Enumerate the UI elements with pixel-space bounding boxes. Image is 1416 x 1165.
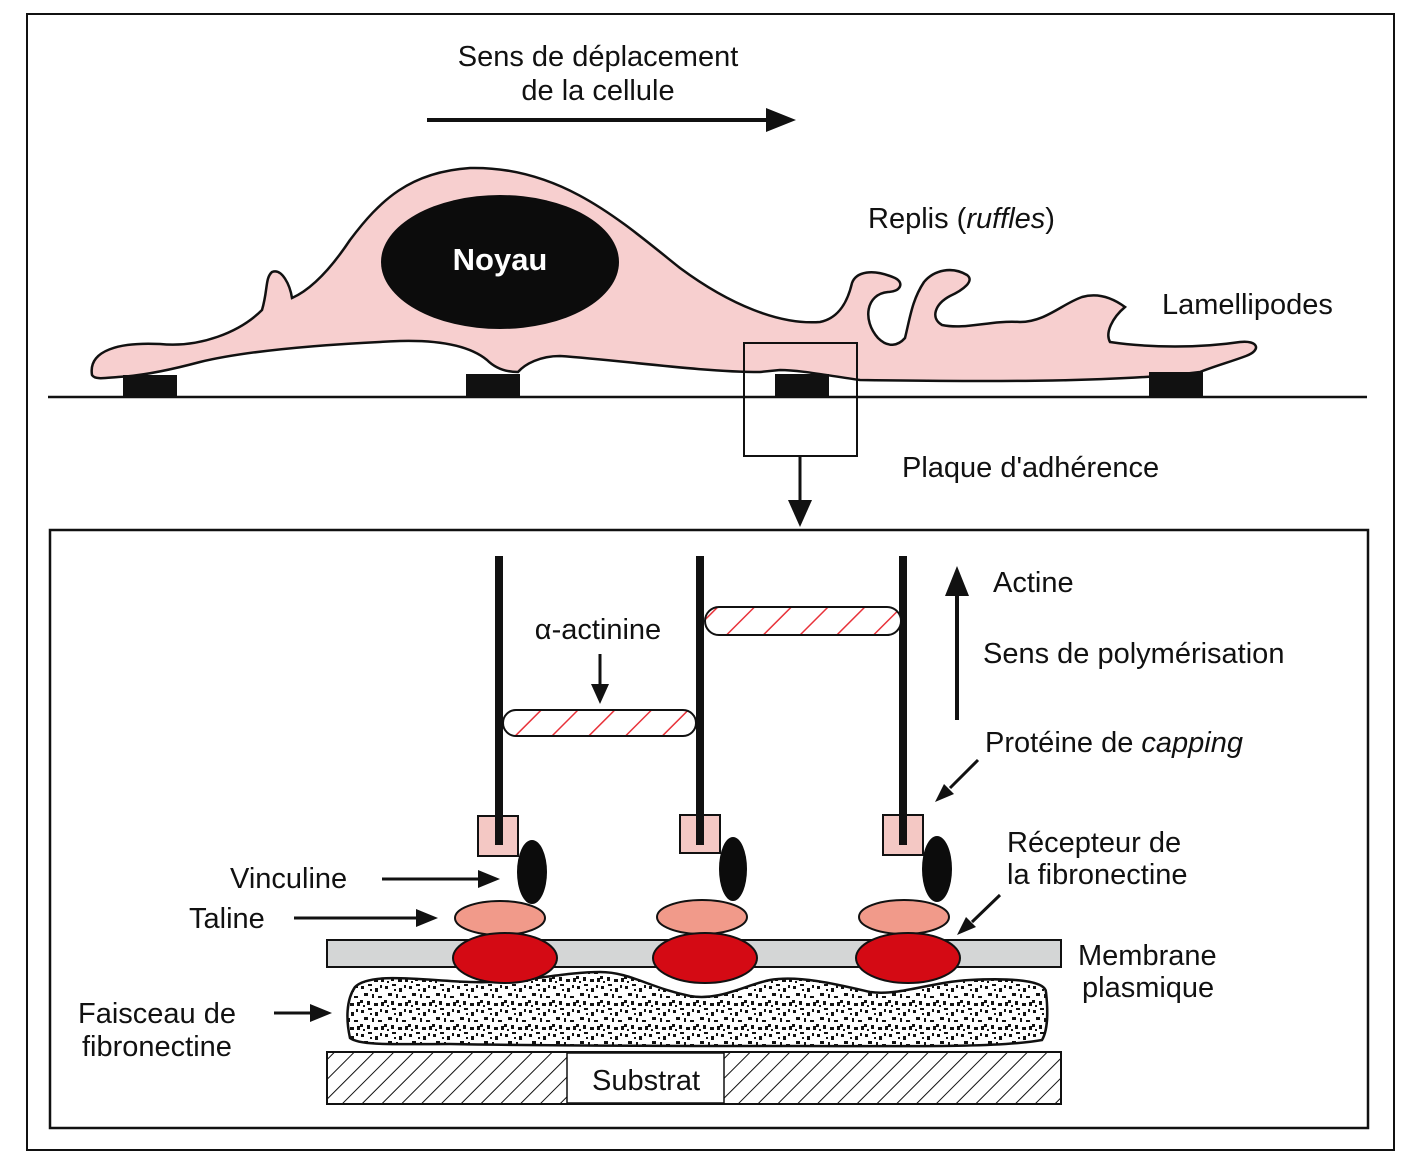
polymerization-arrow bbox=[945, 566, 969, 720]
inset-frame bbox=[48, 528, 1370, 1130]
alpha-actinin-label: α-actinine bbox=[535, 614, 661, 646]
talin-label: Taline bbox=[189, 903, 265, 935]
talin bbox=[656, 899, 748, 935]
receptor-arrow bbox=[957, 893, 1002, 935]
adhesion-plaque bbox=[466, 374, 520, 397]
fibronectin-receptor bbox=[452, 932, 558, 984]
zoom-arrow bbox=[788, 456, 812, 527]
ruffles-label: Replis (ruffles) bbox=[868, 203, 1055, 235]
capping-arrow bbox=[935, 758, 980, 802]
vinculin bbox=[719, 837, 747, 901]
fibronectin-bundle bbox=[346, 970, 1049, 1048]
membrane-label-line2: plasmique bbox=[1082, 972, 1214, 1004]
vinculin bbox=[517, 840, 547, 904]
talin bbox=[454, 900, 546, 936]
alpha-actinin-arrow bbox=[591, 654, 609, 704]
direction-title-line1: Sens de déplacement bbox=[458, 41, 739, 73]
fibronectin-arrow bbox=[274, 1004, 332, 1022]
outer-frame bbox=[26, 13, 1395, 1151]
substrate-label: Substrat bbox=[592, 1065, 700, 1097]
fibronectin-bundle-label-line1: Faisceau de bbox=[78, 998, 236, 1030]
vinculin bbox=[922, 836, 952, 902]
alpha-actinin-bar bbox=[704, 606, 902, 636]
direction-arrow bbox=[427, 108, 796, 132]
talin-arrow bbox=[294, 909, 438, 927]
direction-title-line2: de la cellule bbox=[521, 75, 674, 107]
alpha-actinin-bar bbox=[502, 709, 697, 737]
adhesion-plaque-label: Plaque d'adhérence bbox=[902, 452, 1159, 484]
cell-body bbox=[90, 166, 1258, 383]
substrate-block bbox=[326, 1051, 1062, 1105]
fibronectin-bundle-label-line2: fibronectine bbox=[82, 1031, 232, 1063]
vinculin-arrow bbox=[382, 870, 500, 888]
lamellipodia-label: Lamellipodes bbox=[1162, 289, 1333, 321]
talin bbox=[858, 899, 950, 935]
receptor-label-line1: Récepteur de bbox=[1007, 827, 1181, 859]
nucleus bbox=[381, 195, 619, 329]
nucleus-label: Noyau bbox=[453, 242, 548, 277]
adhesion-plaque bbox=[1149, 372, 1203, 397]
polymerization-label: Sens de polymérisation bbox=[983, 638, 1284, 670]
receptor-label-line2: la fibronectine bbox=[1007, 859, 1188, 891]
vinculin-label: Vinculine bbox=[230, 863, 347, 895]
fibronectin-receptor bbox=[652, 932, 758, 984]
actin-label: Actine bbox=[993, 567, 1074, 599]
membrane-label-line1: Membrane bbox=[1078, 940, 1217, 972]
capping-label: Protéine de capping bbox=[985, 727, 1243, 759]
adhesion-plaque bbox=[775, 374, 829, 397]
adhesion-plaque bbox=[123, 375, 177, 397]
fibronectin-receptor bbox=[855, 932, 961, 984]
